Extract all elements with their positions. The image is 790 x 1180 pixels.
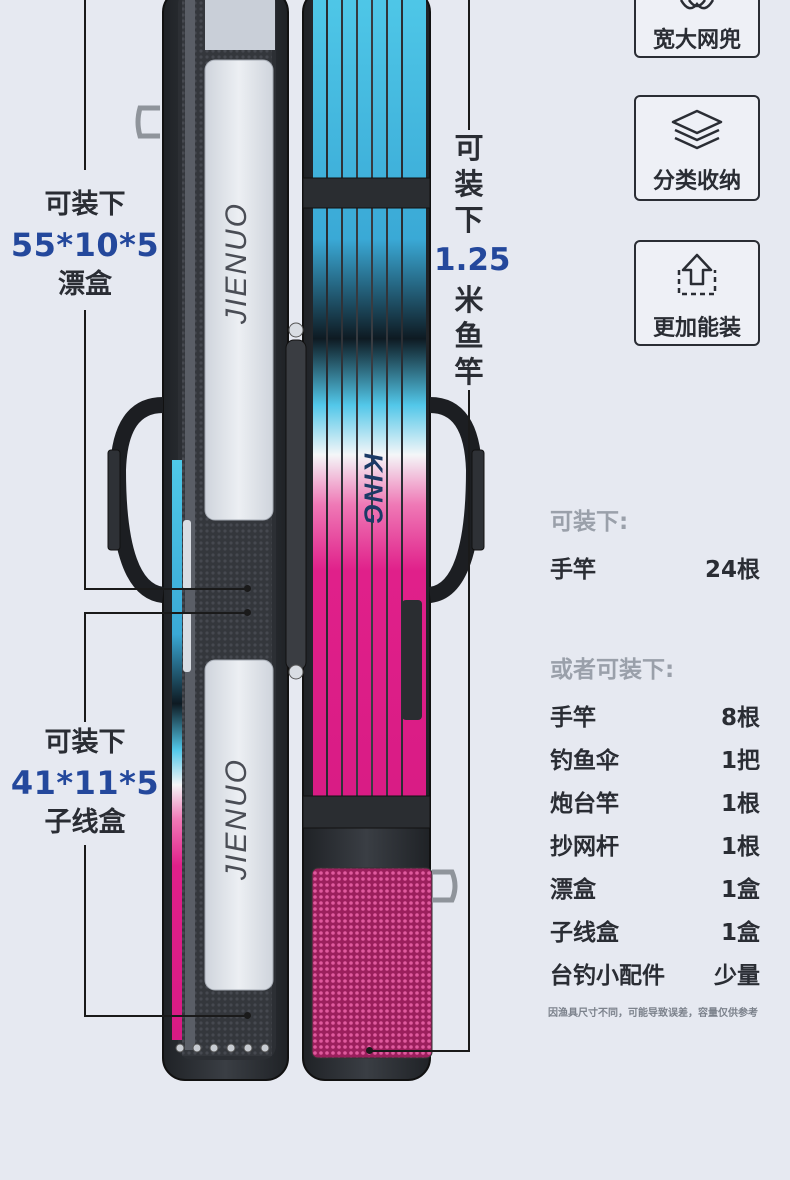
capacity-row: 炮台竿 1根: [550, 784, 760, 818]
callout-dot-bottom-left-top: [244, 609, 251, 616]
callout-line-bottom-left-bottom: [84, 1015, 248, 1017]
callout-line-right-vertical: [468, 0, 470, 130]
capacity-row-name: 炮台竿: [550, 791, 619, 817]
capacity-row-name: 手竿: [550, 705, 596, 731]
rod-callout-char: 可: [454, 131, 484, 165]
callout-line-bottom-left-horizontal: [84, 612, 248, 614]
feature-net-label: 宽大网兜: [652, 28, 741, 53]
capacity-row-name: 抄网杆: [550, 834, 619, 860]
bag-brand-top: JIENUO: [220, 201, 253, 324]
rod-callout-char: 竿: [454, 355, 484, 389]
rod-length-callout: 可 装 下 1.25 米 鱼 竿: [434, 130, 511, 390]
rod-brand: KING: [358, 453, 389, 526]
feature-expand: 更加能装: [634, 240, 760, 346]
capacity-row-qty: 1盒: [720, 877, 760, 903]
callout-dot-right: [366, 1047, 373, 1054]
rod-callout-char: 米: [454, 283, 484, 317]
capacity-disclaimer: 因渔具尺寸不同，可能导致误差，容量仅供参考: [548, 1008, 758, 1019]
capacity-row-qty: 1根: [720, 791, 760, 817]
capacity-title-2: 或者可装下:: [550, 657, 675, 683]
callout-dot-top-left: [244, 585, 251, 592]
capacity-row-qty: 1根: [720, 834, 760, 860]
rod-callout-char: 下: [454, 203, 484, 237]
capacity-row-qty: 1盒: [720, 920, 760, 946]
expand-icon: [677, 253, 717, 296]
feature-expand-label: 更加能装: [652, 316, 741, 341]
layers-icon: [671, 109, 723, 150]
callout-line-top-left-vertical-lower: [84, 310, 86, 590]
rod-callout-char: 鱼: [454, 319, 484, 353]
line-box-callout-dims: 41*11*5: [10, 764, 160, 802]
capacity-row: 抄网杆 1根: [550, 827, 760, 861]
capacity-row-qty: 8根: [720, 705, 760, 731]
capacity-row: 台钓小配件 少量: [550, 956, 760, 990]
callout-line-right-vertical-lower: [468, 372, 470, 1052]
capacity-row-qty: 24根: [704, 557, 760, 583]
net-icon: [679, 0, 715, 10]
capacity-row: 手竿 24根: [550, 550, 760, 584]
line-box-callout: 可装下 41*11*5 子线盒: [10, 724, 160, 842]
capacity-row-name: 台钓小配件: [550, 963, 665, 989]
capacity-row: 手竿 8根: [550, 698, 760, 732]
capacity-row-name: 钓鱼伞: [550, 748, 619, 774]
float-box-callout: 可装下 55*10*5 漂盒: [10, 186, 160, 304]
float-box-callout-title: 可装下: [44, 189, 126, 220]
callout-line-top-left-horizontal: [84, 588, 248, 590]
capacity-row-qty: 少量: [714, 963, 760, 989]
callout-dot-bottom-left: [244, 1012, 251, 1019]
capacity-row-name: 手竿: [550, 557, 596, 583]
line-box-callout-item: 子线盒: [44, 807, 126, 838]
callout-line-bottom-left-vertical: [84, 612, 86, 722]
line-box-callout-title: 可装下: [44, 727, 126, 758]
bag-brand-bottom: JIENUO: [220, 757, 253, 880]
callout-line-right-bottom: [370, 1050, 470, 1052]
capacity-row: 钓鱼伞 1把: [550, 741, 760, 775]
capacity-row-name: 子线盒: [550, 920, 619, 946]
capacity-row: 子线盒 1盒: [550, 913, 760, 947]
capacity-row-qty: 1把: [720, 748, 760, 774]
rod-callout-char: 装: [454, 167, 484, 201]
feature-layers: 分类收纳: [634, 95, 760, 201]
rod-callout-dims: 1.25: [434, 242, 511, 278]
float-box-callout-item: 漂盒: [58, 269, 112, 300]
callout-line-bottom-left-vertical-lower: [84, 845, 86, 1017]
feature-net: 宽大网兜: [634, 0, 760, 58]
capacity-row-name: 漂盒: [550, 877, 596, 903]
callout-line-top-left-vertical: [84, 0, 86, 170]
feature-layers-label: 分类收纳: [652, 169, 741, 194]
capacity-title-1: 可装下:: [550, 509, 629, 535]
float-box-callout-dims: 55*10*5: [10, 226, 160, 264]
capacity-row: 漂盒 1盒: [550, 870, 760, 904]
